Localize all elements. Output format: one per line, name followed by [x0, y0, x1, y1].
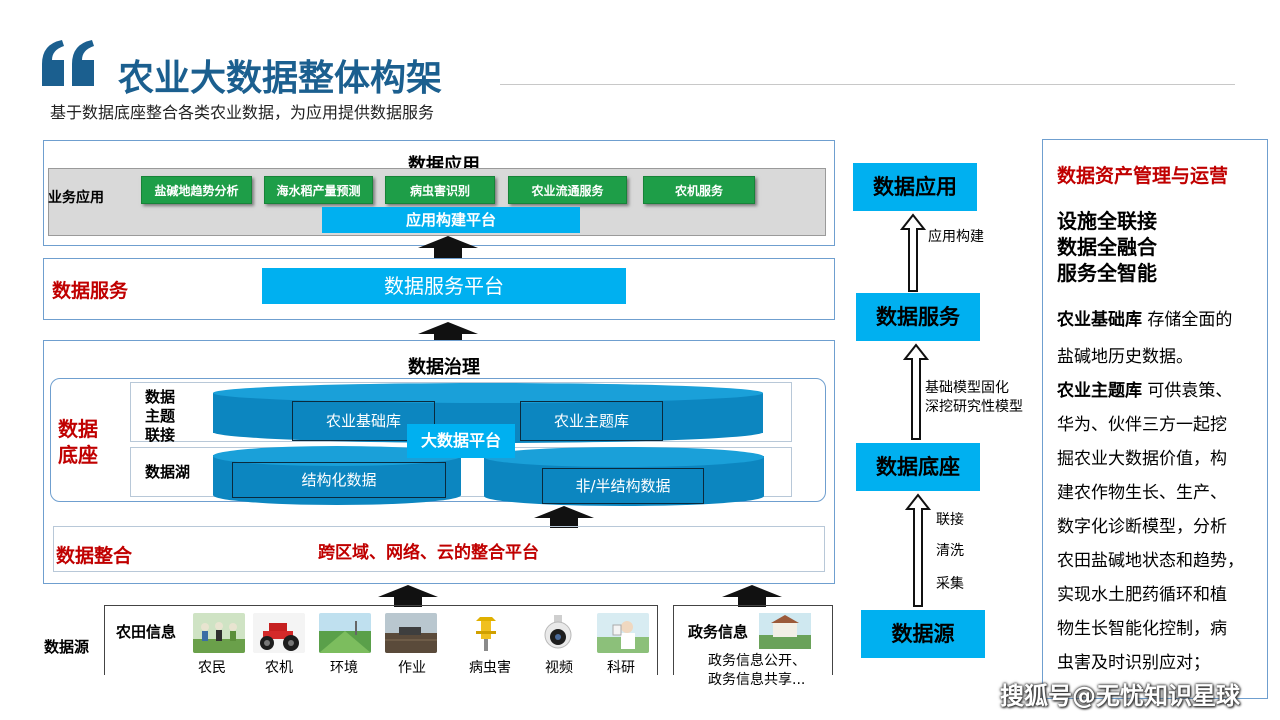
- topic-lib-line-1: 农业主题库 可供袁策、: [1057, 374, 1232, 408]
- flow-step-base-2: 清洗: [936, 543, 964, 559]
- integration-platform: 跨区域、网络、云的整合平台: [318, 543, 539, 563]
- gov-info-line2: 政务信息共享...: [708, 672, 806, 688]
- topic-lib-line-8: 物生长智能化控制，病: [1057, 619, 1227, 639]
- topic-lib-line-7: 实现水土肥药循环和植: [1057, 585, 1227, 605]
- topic-lib-line-6: 农田盐碱地状态和趋势，: [1057, 551, 1244, 571]
- camera-photo-icon: [532, 613, 584, 653]
- field-photo-icon: [319, 613, 371, 653]
- data-service-label: 数据服务: [52, 280, 129, 302]
- farm-info-label: 农田信息: [116, 623, 177, 641]
- flow-step-service-1: 基础模型固化: [925, 380, 1009, 396]
- farmers-photo-icon: [193, 613, 245, 653]
- farm-caption-environment: 环境: [330, 660, 358, 676]
- flow-data-source-box: 数据源: [861, 610, 985, 658]
- asset-point-1: 设施全联接: [1057, 209, 1157, 233]
- app-build-platform: 应用构建平台: [322, 207, 580, 233]
- flow-step-service-2: 深挖研究性模型: [925, 399, 1023, 415]
- flow-step-base-3: 采集: [936, 576, 964, 592]
- flow-up-arrow-icon: [900, 213, 926, 292]
- structured-cylinder-bottom: [213, 485, 461, 505]
- basic-lib-text-1: 存储全面的: [1142, 310, 1233, 330]
- unstructured-cylinder-bottom: [484, 486, 764, 506]
- topic-connect-label: 数据 主题 联接: [145, 388, 176, 444]
- flow-step-app: 应用构建: [928, 229, 984, 245]
- topic-lib-text-1: 可供袁策、: [1142, 381, 1233, 401]
- app-pest-recognition-button[interactable]: 病虫害识别: [385, 176, 495, 204]
- agri-topic-db: 农业主题库: [520, 401, 663, 441]
- tractor-photo-icon: [253, 613, 305, 653]
- gov-info-line1: 政务信息公开、: [708, 653, 806, 669]
- flow-data-service-box: 数据服务: [856, 293, 980, 341]
- data-integration-label: 数据整合: [56, 545, 133, 567]
- data-lake-label: 数据湖: [145, 463, 191, 481]
- flow-data-base-box: 数据底座: [856, 443, 980, 491]
- bigdata-platform: 大数据平台: [407, 424, 515, 458]
- data-base-label: 数据 底座: [58, 417, 98, 467]
- agri-basic-db: 农业基础库: [292, 401, 435, 441]
- biz-app-label: 业务应用: [48, 190, 104, 206]
- data-base-inner-frame: [50, 378, 826, 502]
- asset-point-3: 服务全智能: [1057, 261, 1157, 285]
- app-rice-yield-button[interactable]: 海水稻产量预测: [264, 176, 373, 204]
- topic-lib-line-5: 数字化诊断模型，分析: [1057, 517, 1227, 537]
- farm-caption-video: 视频: [545, 660, 573, 676]
- gov-info-label: 政务信息: [688, 623, 749, 641]
- basic-lib-title: 农业基础库: [1057, 310, 1142, 330]
- gov-photo-icon: [759, 613, 811, 649]
- pest-sensor-photo-icon: [460, 613, 512, 653]
- asset-mgmt-title: 数据资产管理与运营: [1057, 165, 1229, 187]
- topic-lib-line-3: 掘农业大数据价值，构: [1057, 449, 1227, 469]
- structured-data: 结构化数据: [232, 462, 446, 498]
- topic-db-cylinder-top: [213, 383, 763, 403]
- gov-info-panel: [673, 605, 833, 675]
- research-photo-icon: [597, 613, 649, 653]
- topic-lib-line-4: 建农作物生长、生产、: [1057, 483, 1227, 503]
- up-arrow-icon: [722, 585, 782, 607]
- farm-info-panel: [104, 605, 658, 675]
- farm-caption-research: 科研: [607, 660, 635, 676]
- up-arrow-icon: [418, 322, 478, 344]
- data-governance-title: 数据治理: [408, 357, 480, 378]
- up-arrow-icon: [418, 236, 478, 258]
- data-source-label: 数据源: [44, 638, 90, 656]
- app-salt-trend-button[interactable]: 盐碱地趋势分析: [141, 176, 252, 204]
- basic-lib-line-1: 农业基础库 存储全面的: [1057, 303, 1232, 337]
- farm-caption-tractor: 农机: [265, 660, 293, 676]
- watermark-text: 搜狐号@无忧知识星球: [1000, 682, 1240, 710]
- structured-cylinder-top: [213, 446, 461, 466]
- unstructured-cylinder-top: [484, 447, 764, 467]
- app-machinery-button[interactable]: 农机服务: [643, 176, 755, 204]
- asset-point-2: 数据全融合: [1057, 235, 1157, 259]
- flow-up-arrow-icon: [903, 343, 929, 440]
- app-circulation-button[interactable]: 农业流通服务: [508, 176, 627, 204]
- farm-caption-farmers: 农民: [198, 660, 226, 676]
- data-integration-panel: [53, 526, 825, 572]
- page-title: 农业大数据整体构架: [118, 58, 443, 99]
- title-divider: [500, 84, 1235, 85]
- asset-mgmt-panel: [1042, 139, 1268, 699]
- farm-caption-pest: 病虫害: [469, 660, 511, 676]
- quote-icon: [42, 40, 94, 86]
- page-subtitle: 基于数据底座整合各类农业数据，为应用提供数据服务: [50, 103, 435, 122]
- data-service-platform: 数据服务平台: [262, 268, 626, 304]
- up-arrow-icon: [534, 506, 594, 528]
- farm-caption-operation: 作业: [398, 660, 426, 676]
- farming-photo-icon: [385, 613, 437, 653]
- flow-data-app-box: 数据应用: [853, 163, 977, 211]
- flow-step-base-1: 联接: [936, 512, 964, 528]
- topic-lib-title: 农业主题库: [1057, 381, 1142, 401]
- topic-lib-line-2: 华为、伙伴三方一起挖: [1057, 415, 1227, 435]
- topic-lib-line-9: 虫害及时识别应对；: [1057, 653, 1210, 673]
- up-arrow-icon: [378, 585, 438, 607]
- unstructured-data: 非/半结构数据: [542, 468, 704, 504]
- flow-up-arrow-icon: [905, 493, 931, 607]
- basic-lib-line-2: 盐碱地历史数据。: [1057, 347, 1193, 367]
